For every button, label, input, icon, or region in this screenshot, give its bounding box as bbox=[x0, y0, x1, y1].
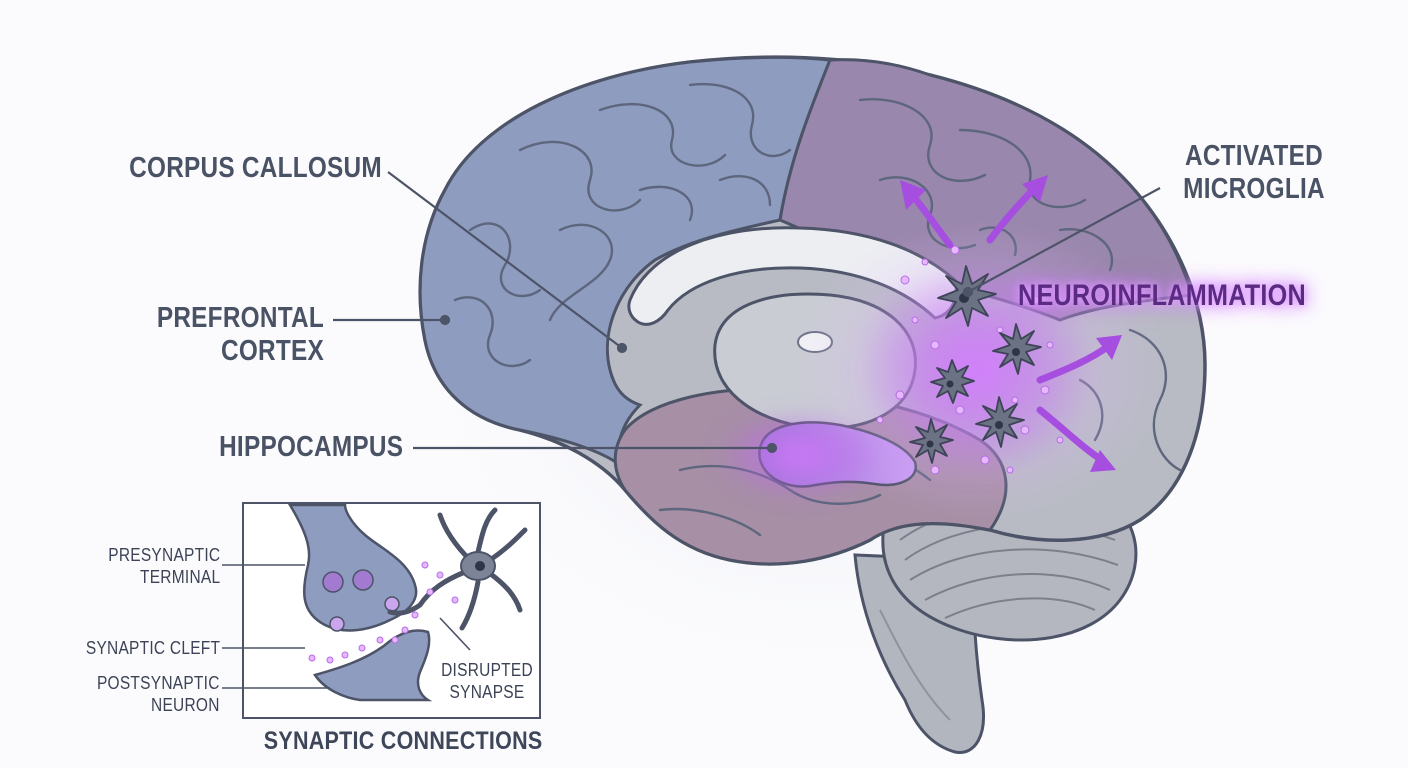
label-line: TERMINAL bbox=[108, 566, 220, 588]
label-postsynaptic-neuron: POSTSYNAPTIC NEURON bbox=[97, 672, 220, 716]
label-synaptic-cleft: SYNAPTIC CLEFT bbox=[86, 637, 220, 659]
vesicle-icon bbox=[323, 572, 343, 592]
label-hippocampus: HIPPOCAMPUS bbox=[219, 431, 403, 464]
label-neuroinflammation: NEUROINFLAMMATION bbox=[1018, 279, 1306, 313]
label-presynaptic-terminal: PRESYNAPTIC TERMINAL bbox=[108, 544, 220, 588]
label-line: PREFRONTAL bbox=[157, 302, 324, 335]
label-disrupted-synapse: DISRUPTED SYNAPSE bbox=[440, 659, 535, 703]
label-activated-microglia: ACTIVATED MICROGLIA bbox=[1179, 140, 1329, 206]
label-line: NEURON bbox=[97, 694, 220, 716]
label-line: MICROGLIA bbox=[1179, 173, 1329, 206]
label-line: CORTEX bbox=[157, 335, 324, 368]
label-line: SYNAPSE bbox=[440, 681, 535, 703]
label-line: DISRUPTED bbox=[440, 659, 535, 681]
label-prefrontal-cortex: PREFRONTAL CORTEX bbox=[157, 302, 324, 368]
label-line: POSTSYNAPTIC bbox=[97, 672, 220, 694]
inset-title: SYNAPTIC CONNECTIONS bbox=[264, 727, 519, 755]
label-line: PRESYNAPTIC bbox=[108, 544, 220, 566]
label-corpus-callosum: CORPUS CALLOSUM bbox=[129, 152, 382, 185]
label-line: ACTIVATED bbox=[1179, 140, 1329, 173]
